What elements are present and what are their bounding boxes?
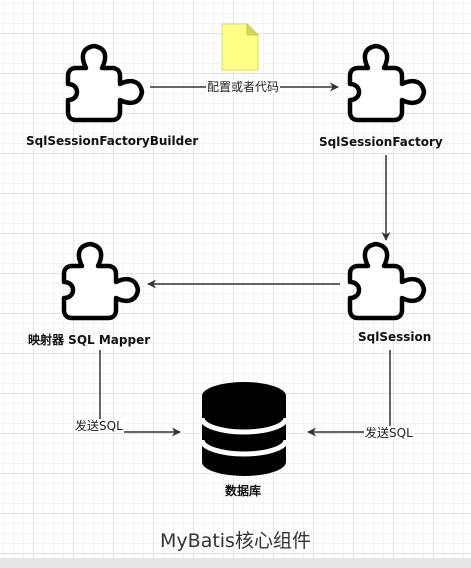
node-label-builder: SqlSessionFactoryBuilder	[26, 134, 199, 148]
node-label-mapper: 映射器 SQL Mapper	[28, 333, 151, 347]
puzzle-piece-icon-builder	[68, 46, 142, 120]
node-label-factory: SqlSessionFactory	[319, 135, 443, 149]
puzzle-piece-icon-factory	[350, 46, 424, 120]
database-icon	[199, 382, 289, 476]
edge-label-config-or-code: 配置或者代码	[206, 80, 281, 94]
puzzle-piece-icon-session	[350, 244, 424, 318]
edge-label-mapper-send-sql: 发送SQL	[74, 419, 124, 433]
file-icon	[221, 22, 260, 71]
diagram-caption: MyBatis核心组件	[160, 530, 311, 552]
edge-session-to-database	[307, 350, 391, 437]
puzzle-piece-icon-mapper	[64, 244, 138, 318]
edge-label-session-send-sql: 发送SQL	[364, 426, 414, 440]
node-label-session: SqlSession	[358, 330, 432, 344]
bottom-bar	[0, 558, 471, 568]
node-label-database: 数据库	[225, 484, 262, 498]
